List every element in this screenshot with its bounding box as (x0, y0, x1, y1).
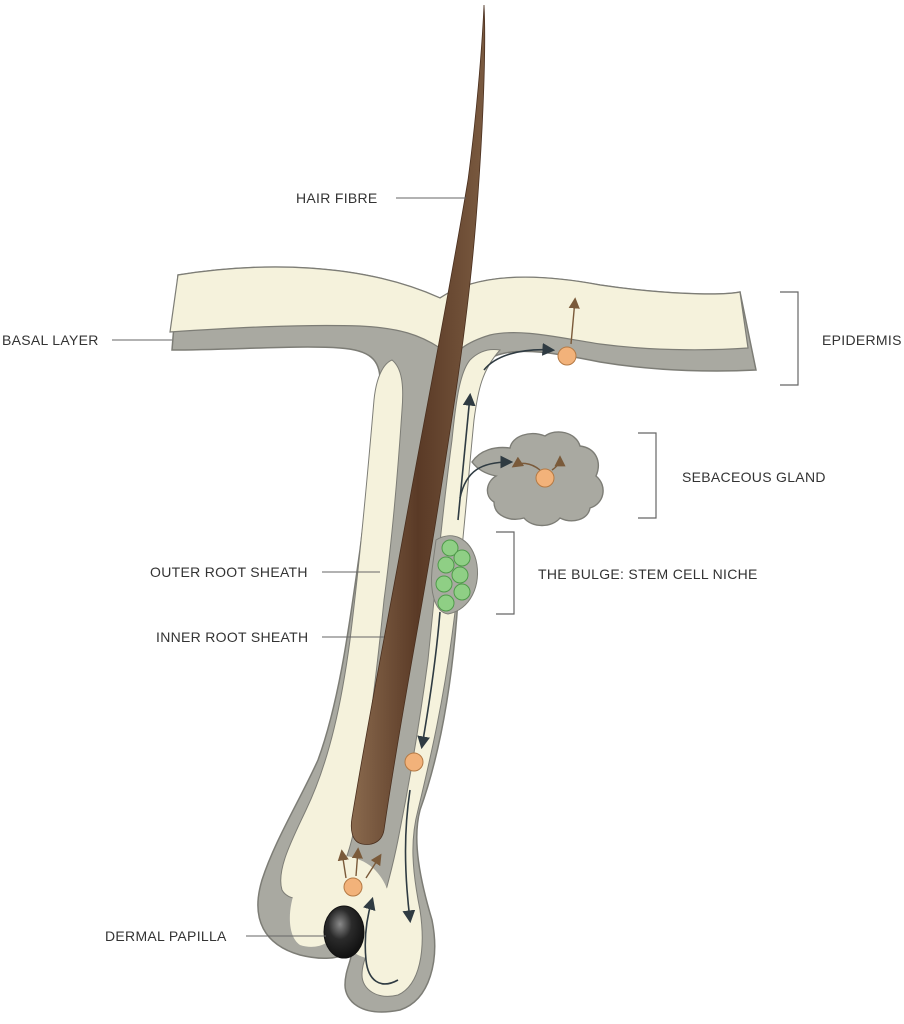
lower-sheath-migrating-cell (404, 752, 424, 772)
flow-arrow-upward (457, 392, 476, 521)
sebaceous-cell (535, 468, 555, 488)
hair-fibre-label: HAIR FIBRE (296, 190, 378, 206)
hair-fibre (350, 4, 486, 845)
bulge-label: THE BULGE: STEM CELL NICHE (538, 566, 758, 582)
bulb-migrating-cell (343, 877, 363, 897)
stem-cell (437, 556, 455, 574)
bulb-up-arrow-right (365, 853, 382, 879)
epidermis-migrating-cell (557, 346, 577, 366)
stem-cell (453, 583, 471, 601)
dermal-papilla-label: DERMAL PAPILLA (105, 928, 227, 944)
bulge-bracket (496, 531, 515, 615)
outer-root-sheath-label: OUTER ROOT SHEATH (150, 564, 308, 580)
bulge-stem-cell-cluster (431, 535, 478, 615)
sebaceous-gland (471, 431, 604, 527)
bulb-up-arrow-left (337, 849, 349, 879)
flow-arrow-downward (417, 611, 441, 750)
flow-arrow-to-epidermis (483, 343, 556, 371)
stem-cell (451, 566, 469, 584)
epidermis-up-arrow (568, 297, 580, 345)
bulb-up-arrow-mid (351, 847, 363, 877)
stem-cell (453, 549, 471, 567)
inner-root-sheath-label: INNER ROOT SHEATH (156, 629, 308, 645)
stem-cell (441, 539, 459, 557)
epidermis-label: EPIDERMIS (822, 332, 902, 348)
flow-arrow-bulb-return (363, 896, 399, 985)
flow-arrow-to-gland (459, 455, 514, 499)
epidermis-bracket (780, 291, 799, 386)
sebaceous-gland-label: SEBACEOUS GLAND (682, 469, 826, 485)
dermal-papilla (323, 905, 365, 959)
basal-layer-label: BASAL LAYER (2, 332, 99, 348)
sebaceous-gland-bracket (638, 432, 657, 519)
flow-arrow-lower-sheath (402, 789, 416, 924)
stem-cell (435, 575, 453, 593)
stem-cell (437, 594, 455, 612)
